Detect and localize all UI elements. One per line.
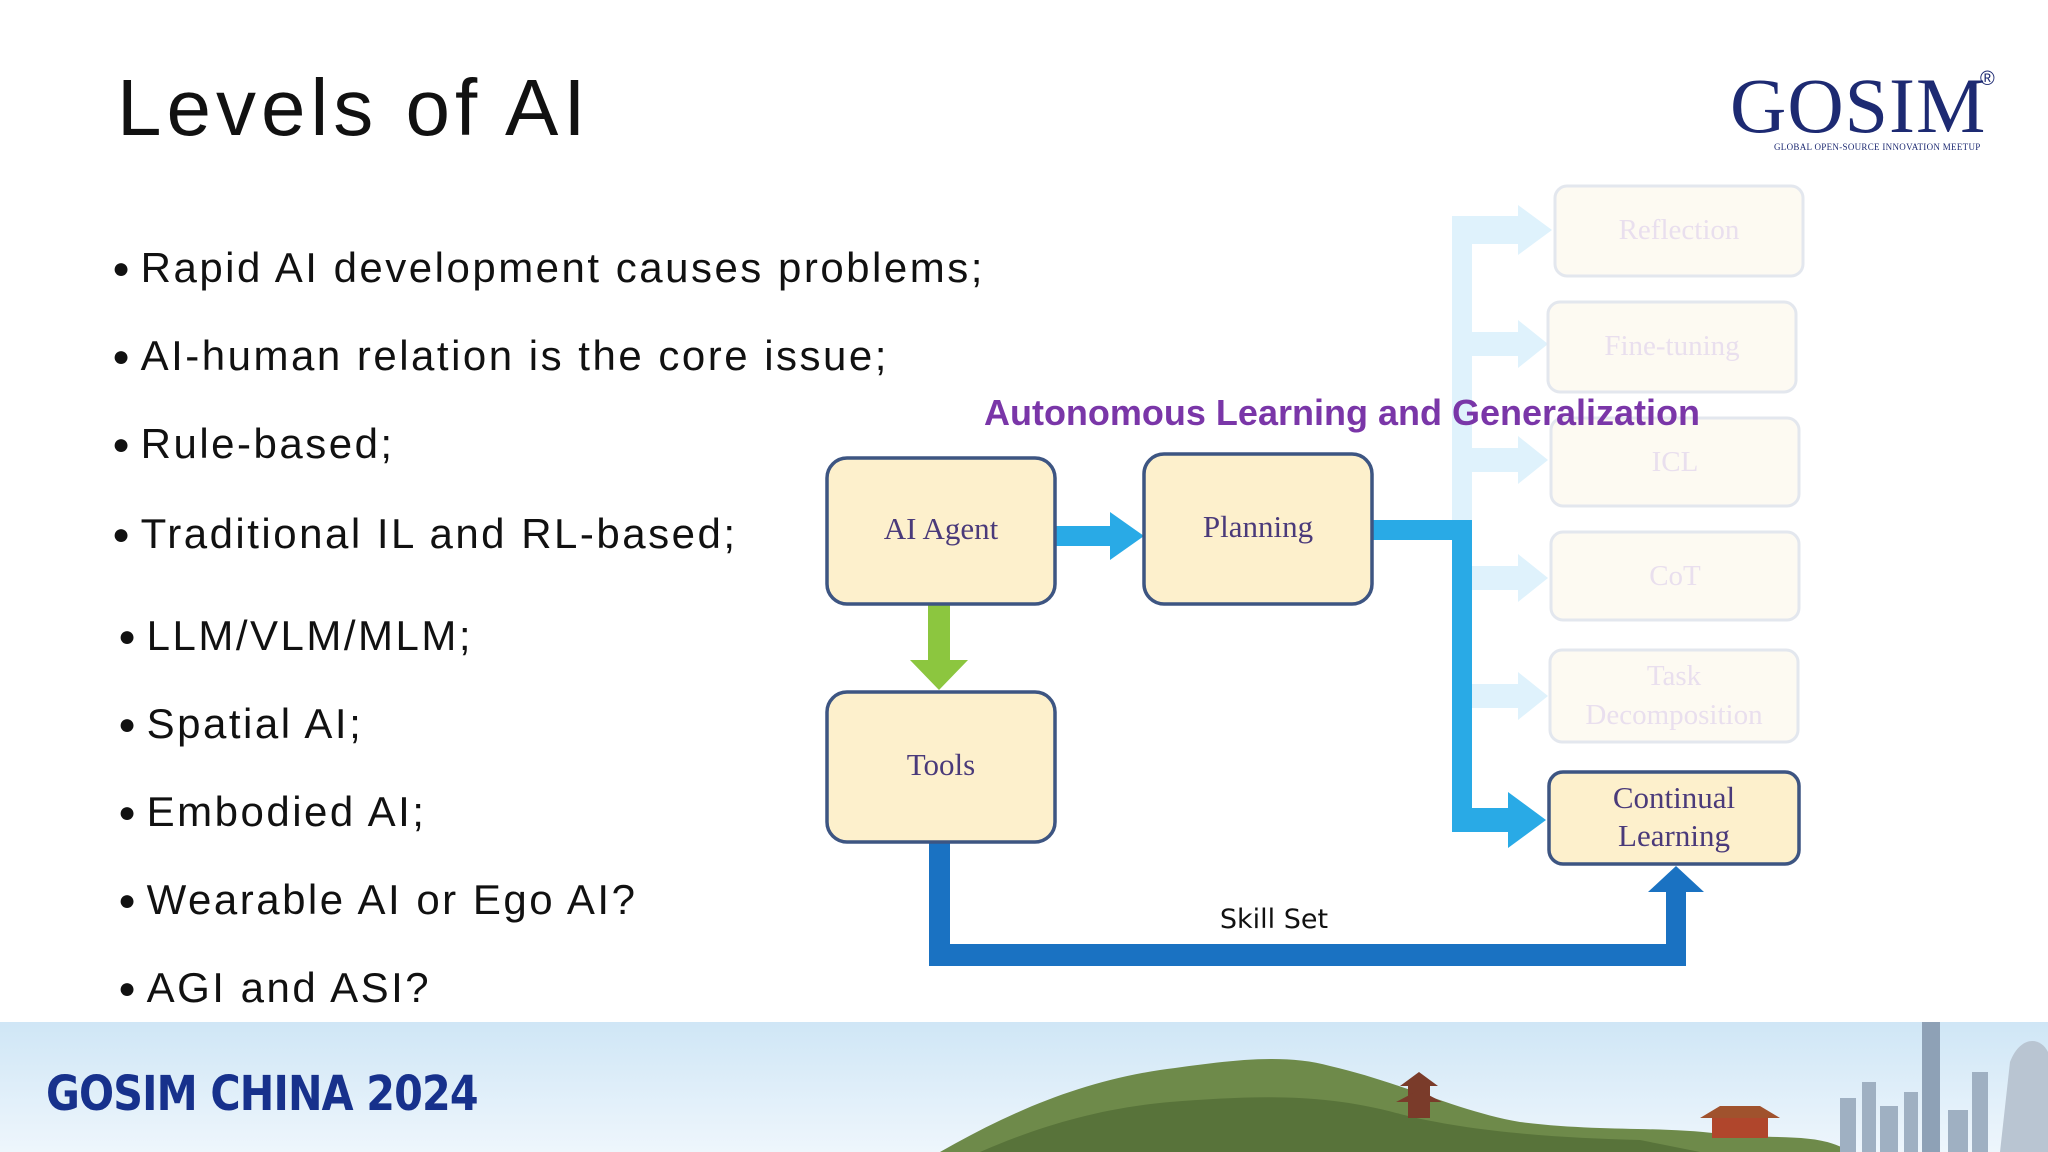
footer-palace bbox=[1700, 1106, 1780, 1138]
node-continual-learning bbox=[1547, 770, 1801, 866]
bullet-item: ●LLM/VLM/MLM; bbox=[118, 612, 474, 659]
node-reflection bbox=[1553, 184, 1805, 278]
node-reflection-label: Reflection bbox=[1619, 214, 1740, 246]
footer-hill-shade bbox=[980, 1097, 1700, 1152]
faded-arrow-task bbox=[1472, 672, 1548, 720]
bullet-item: ●Spatial AI; bbox=[118, 700, 364, 747]
faded-arrow-icl bbox=[1472, 436, 1548, 484]
footer-skyline-graphic bbox=[0, 1022, 2048, 1152]
agent-diagram: Reflection Fine-tuning ICL CoT Task Deco… bbox=[825, 184, 1805, 966]
node-tools-label: Tools bbox=[907, 747, 975, 782]
bullet-item: ●AGI and ASI? bbox=[118, 964, 432, 1011]
skill-set-label: Skill Set bbox=[1220, 904, 1328, 935]
node-icl bbox=[1549, 416, 1801, 508]
bullet-dot: ● bbox=[112, 252, 133, 285]
node-tools bbox=[825, 690, 1057, 844]
footer-conference-title: GOSIM CHINA 2024 bbox=[46, 1066, 479, 1122]
gosim-logo: GOSIM ® GLOBAL OPEN-SOURCE INNOVATION ME… bbox=[1730, 66, 2000, 156]
node-finetuning-label: Fine-tuning bbox=[1604, 330, 1739, 362]
node-finetuning bbox=[1546, 300, 1798, 394]
bullet-dot: ● bbox=[118, 620, 139, 653]
cyan-elbow-arrow bbox=[1368, 520, 1546, 848]
node-cot-label: CoT bbox=[1649, 560, 1701, 592]
footer-pagoda bbox=[1396, 1072, 1442, 1118]
faded-arrow-reflection bbox=[1452, 205, 1552, 255]
bullet-dot: ● bbox=[112, 518, 133, 551]
faded-arrow-cot bbox=[1472, 554, 1548, 602]
bullet-item: ●Embodied AI; bbox=[118, 788, 427, 835]
slide-title: Levels of AI bbox=[117, 63, 591, 152]
node-continual-label-line1: Continual bbox=[1613, 780, 1735, 815]
faded-arrow-finetuning bbox=[1472, 320, 1548, 368]
bullet-dot: ● bbox=[118, 884, 139, 917]
bullet-dot: ● bbox=[118, 708, 139, 741]
node-task-label-line2: Decomposition bbox=[1585, 699, 1763, 731]
node-continual-label-line2: Learning bbox=[1618, 818, 1730, 853]
logo-wordmark: GOSIM bbox=[1730, 62, 1987, 149]
node-task-decomposition bbox=[1548, 648, 1800, 744]
bullet-dot: ● bbox=[118, 972, 139, 1005]
planning-branch-arrow bbox=[1368, 520, 1546, 848]
node-ai-agent-label: AI Agent bbox=[884, 511, 999, 546]
logo-tagline: GLOBAL OPEN-SOURCE INNOVATION MEETUP bbox=[1774, 142, 1981, 152]
bullet-item: ●Rapid AI development causes problems; bbox=[112, 244, 985, 291]
footer-city-towers bbox=[1840, 1022, 2048, 1152]
diagram-heading: Autonomous Learning and Generalization bbox=[984, 392, 1700, 433]
node-planning-label: Planning bbox=[1203, 509, 1313, 544]
node-task-label-line1: Task bbox=[1647, 660, 1702, 692]
bullet-dot: ● bbox=[112, 428, 133, 461]
node-planning bbox=[1142, 452, 1374, 606]
footer-banner: GOSIM CHINA 2024 bbox=[0, 1022, 2048, 1152]
node-ai-agent bbox=[825, 456, 1057, 606]
logo-registered-mark: ® bbox=[1980, 68, 1995, 90]
bullet-dot: ● bbox=[112, 340, 133, 373]
bullet-item: ●AI-human relation is the core issue; bbox=[112, 332, 889, 379]
node-icl-label: ICL bbox=[1652, 446, 1699, 478]
bullet-item: ●Wearable AI or Ego AI? bbox=[118, 876, 638, 923]
bullet-dot: ● bbox=[118, 796, 139, 829]
skill-set-arrow bbox=[929, 842, 1704, 966]
main-nodes: AI Agent Planning Tools Continual Learni… bbox=[825, 452, 1801, 866]
faded-nodes: Reflection Fine-tuning ICL CoT Task Deco… bbox=[1546, 184, 1805, 744]
bullet-item: ●Traditional IL and RL-based; bbox=[112, 510, 738, 557]
agent-to-planning-arrow bbox=[1055, 512, 1144, 560]
node-cot bbox=[1549, 530, 1801, 622]
agent-to-tools-arrow bbox=[910, 604, 968, 690]
bullet-item: ●Rule-based; bbox=[112, 420, 395, 467]
